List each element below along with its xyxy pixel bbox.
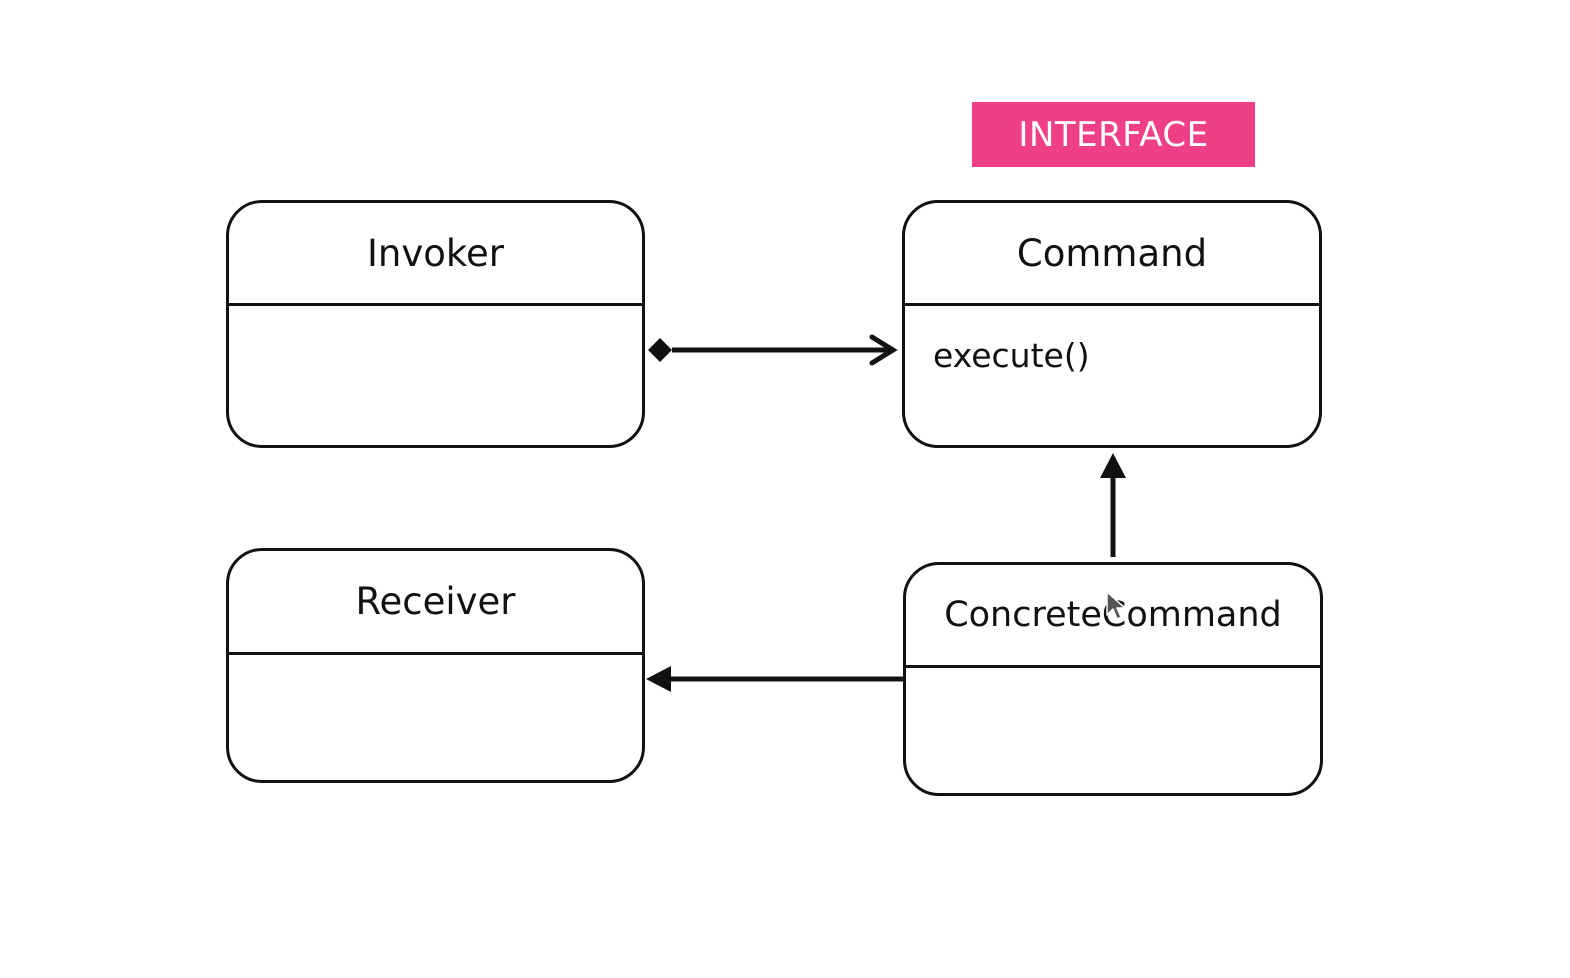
composition-diamond-icon [648,338,672,362]
class-members: execute() [905,306,1319,375]
class-name: Invoker [229,203,642,306]
open-arrowhead-icon [869,334,898,366]
concrete-command-implements [1100,453,1126,557]
class-members [906,668,1320,698]
class-members [229,306,642,336]
arrowhead-left-icon [646,666,671,692]
class-box-invoker[interactable]: Invoker [226,200,645,448]
concrete-command-receiver-association [646,666,903,692]
class-name: Receiver [229,551,642,655]
interface-stereotype-label: INTERFACE [972,102,1255,167]
arrowhead-up-icon [1100,453,1126,478]
mouse-pointer-icon [1106,591,1126,620]
class-box-receiver[interactable]: Receiver [226,548,645,783]
class-box-command[interactable]: Command execute() [902,200,1322,448]
class-members [229,655,642,685]
invoker-command-composition [648,334,898,366]
class-name: Command [905,203,1319,306]
method-execute: execute() [933,336,1090,375]
